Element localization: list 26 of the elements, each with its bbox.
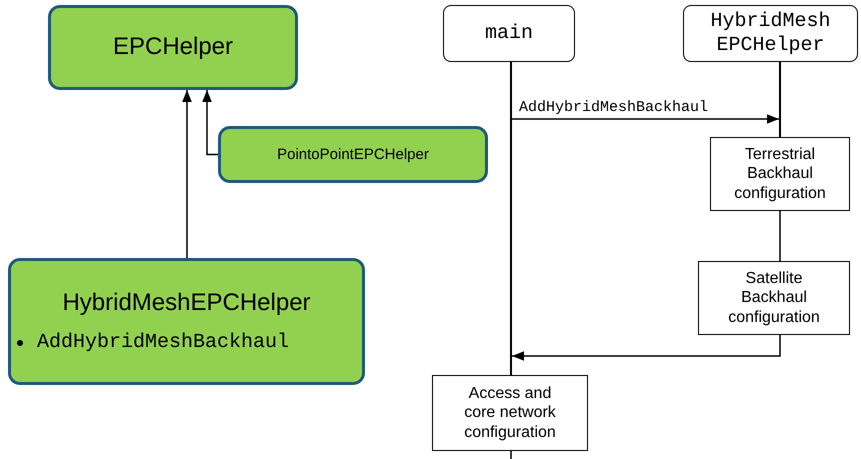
box-text: Terrestrial Backhaul configuration (733, 145, 827, 203)
class-box (218, 126, 488, 183)
box-text: HybridMesh EPCHelper (709, 10, 832, 58)
lifeline (510, 451, 512, 459)
process-box (710, 137, 850, 211)
class-name: EPCHelper (112, 33, 234, 62)
process-box (432, 375, 588, 451)
arrow (182, 90, 192, 258)
arrow (512, 114, 779, 124)
box-text: main (484, 22, 534, 46)
lifeline-header-box (443, 5, 575, 62)
lifeline (779, 62, 781, 137)
class-box (8, 258, 365, 385)
process-box (698, 261, 850, 335)
lifeline (779, 211, 781, 261)
arrow (202, 90, 218, 156)
method-name: AddHybridMeshBackhaul (37, 331, 290, 354)
box-text: Satellite Backhaul configuration (727, 269, 821, 327)
class-name: HybridMeshEPCHelper (61, 288, 312, 318)
arrow (512, 335, 781, 361)
class-name: PointoPointEPCHelper (276, 146, 430, 164)
class-box (48, 5, 298, 90)
edge-label: AddHybridMeshBackhaul (518, 99, 710, 116)
box-text: Access and core network configuration (463, 384, 557, 442)
lifeline-header-box (683, 5, 858, 62)
lifeline (510, 62, 512, 375)
